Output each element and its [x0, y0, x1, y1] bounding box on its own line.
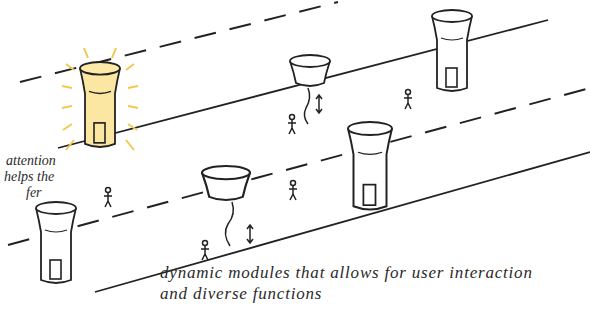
street-edge — [58, 20, 548, 148]
module-pod — [432, 10, 472, 91]
pedestrian — [201, 241, 209, 261]
lift-arrow — [316, 95, 322, 113]
annotation-note: helps the — [4, 168, 94, 186]
annotation-note: attention — [6, 152, 96, 170]
lift-arrow — [247, 225, 253, 243]
pedestrian — [404, 90, 412, 110]
floating-pod — [290, 55, 330, 86]
pedestrian — [289, 181, 297, 201]
pod-cable — [304, 88, 309, 124]
pedestrian — [104, 188, 112, 208]
glow-rays — [62, 48, 138, 150]
pod-cable — [225, 202, 233, 246]
caption-note: dynamic modules that allows for user int… — [160, 262, 555, 304]
pedestrian — [288, 115, 296, 135]
annotation-note: fer — [26, 184, 86, 202]
module-pod — [36, 202, 76, 283]
module-pod — [348, 122, 392, 209]
floating-pod — [202, 166, 250, 200]
lane-dash — [20, 2, 338, 82]
highlighted-pod — [80, 62, 120, 147]
